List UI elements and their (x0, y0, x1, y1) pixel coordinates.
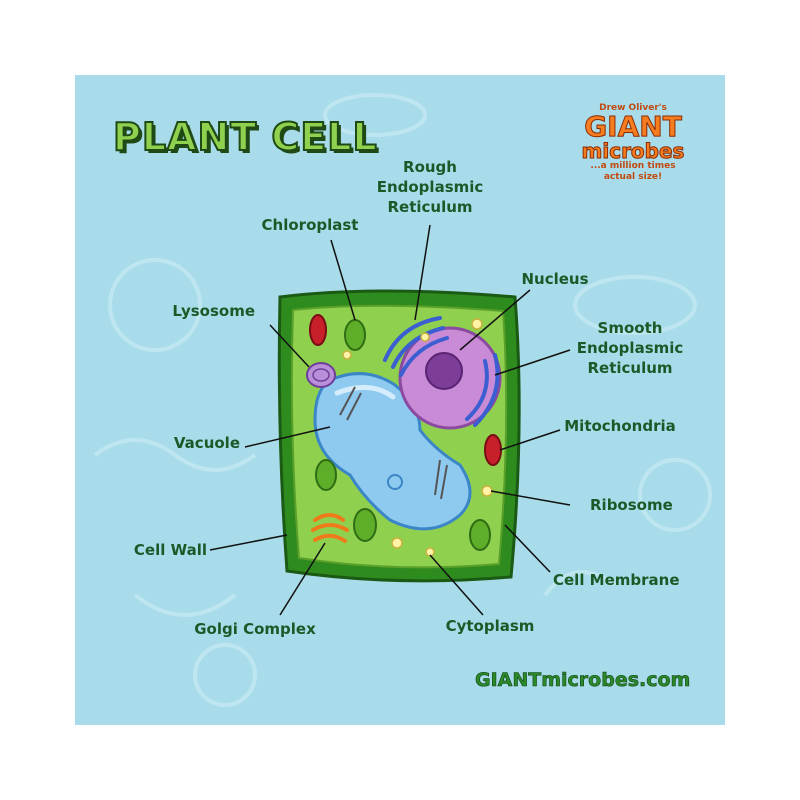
brand-name-line1: GIANT (584, 110, 683, 143)
label-nucleus: Nucleus (521, 270, 589, 288)
label-smooth-er-line1: Smooth (597, 319, 663, 337)
label-mitochondria: Mitochondria (564, 417, 676, 435)
mitochondria (309, 314, 502, 466)
diagram-title: PLANT CELL (112, 114, 378, 160)
nucleolus (425, 352, 463, 390)
label-rough-er: Rough Endoplasmic Reticulum (375, 157, 485, 217)
label-ribosome: Ribosome (590, 496, 673, 514)
label-smooth-er: Smooth Endoplasmic Reticulum (570, 318, 690, 378)
website-link[interactable]: GIANTmicrobes.com (475, 669, 691, 692)
brand-tagline-line1: ...a million times (590, 161, 676, 171)
golgi-complex (311, 513, 349, 543)
label-chloroplast: Chloroplast (261, 216, 359, 234)
brand-logo: Drew Oliver's GIANT microbes ...a millio… (563, 103, 703, 183)
label-cytoplasm: Cytoplasm (445, 617, 535, 635)
label-golgi-complex: Golgi Complex (194, 620, 316, 638)
label-rough-er-line2: Endoplasmic (376, 178, 484, 196)
cell-diagram (93, 93, 712, 707)
label-cell-wall: Cell Wall (133, 541, 207, 559)
vacuole-spot (387, 474, 403, 490)
chloroplasts (315, 319, 491, 551)
background-doodles (93, 93, 712, 707)
brand-byline: Drew Oliver's (599, 103, 667, 113)
label-vacuole: Vacuole (173, 434, 240, 452)
rough-er (383, 316, 449, 377)
diagram-panel: PLANT CELL Drew Oliver's GIANT microbes … (75, 75, 725, 725)
label-lysosome: Lysosome (172, 302, 255, 320)
leader-lines (209, 224, 571, 616)
brand-tagline-line2: actual size! (603, 172, 663, 182)
label-smooth-er-line2: Endoplasmic (576, 339, 684, 357)
brand-name-line2: microbes (581, 139, 685, 163)
label-cell-membrane: Cell Membrane (553, 571, 680, 589)
smooth-er (465, 353, 500, 427)
label-rough-er-line3: Reticulum (387, 198, 473, 216)
label-smooth-er-line3: Reticulum (587, 359, 673, 377)
label-rough-er-line1: Rough (403, 158, 457, 176)
lysosome (306, 362, 336, 388)
